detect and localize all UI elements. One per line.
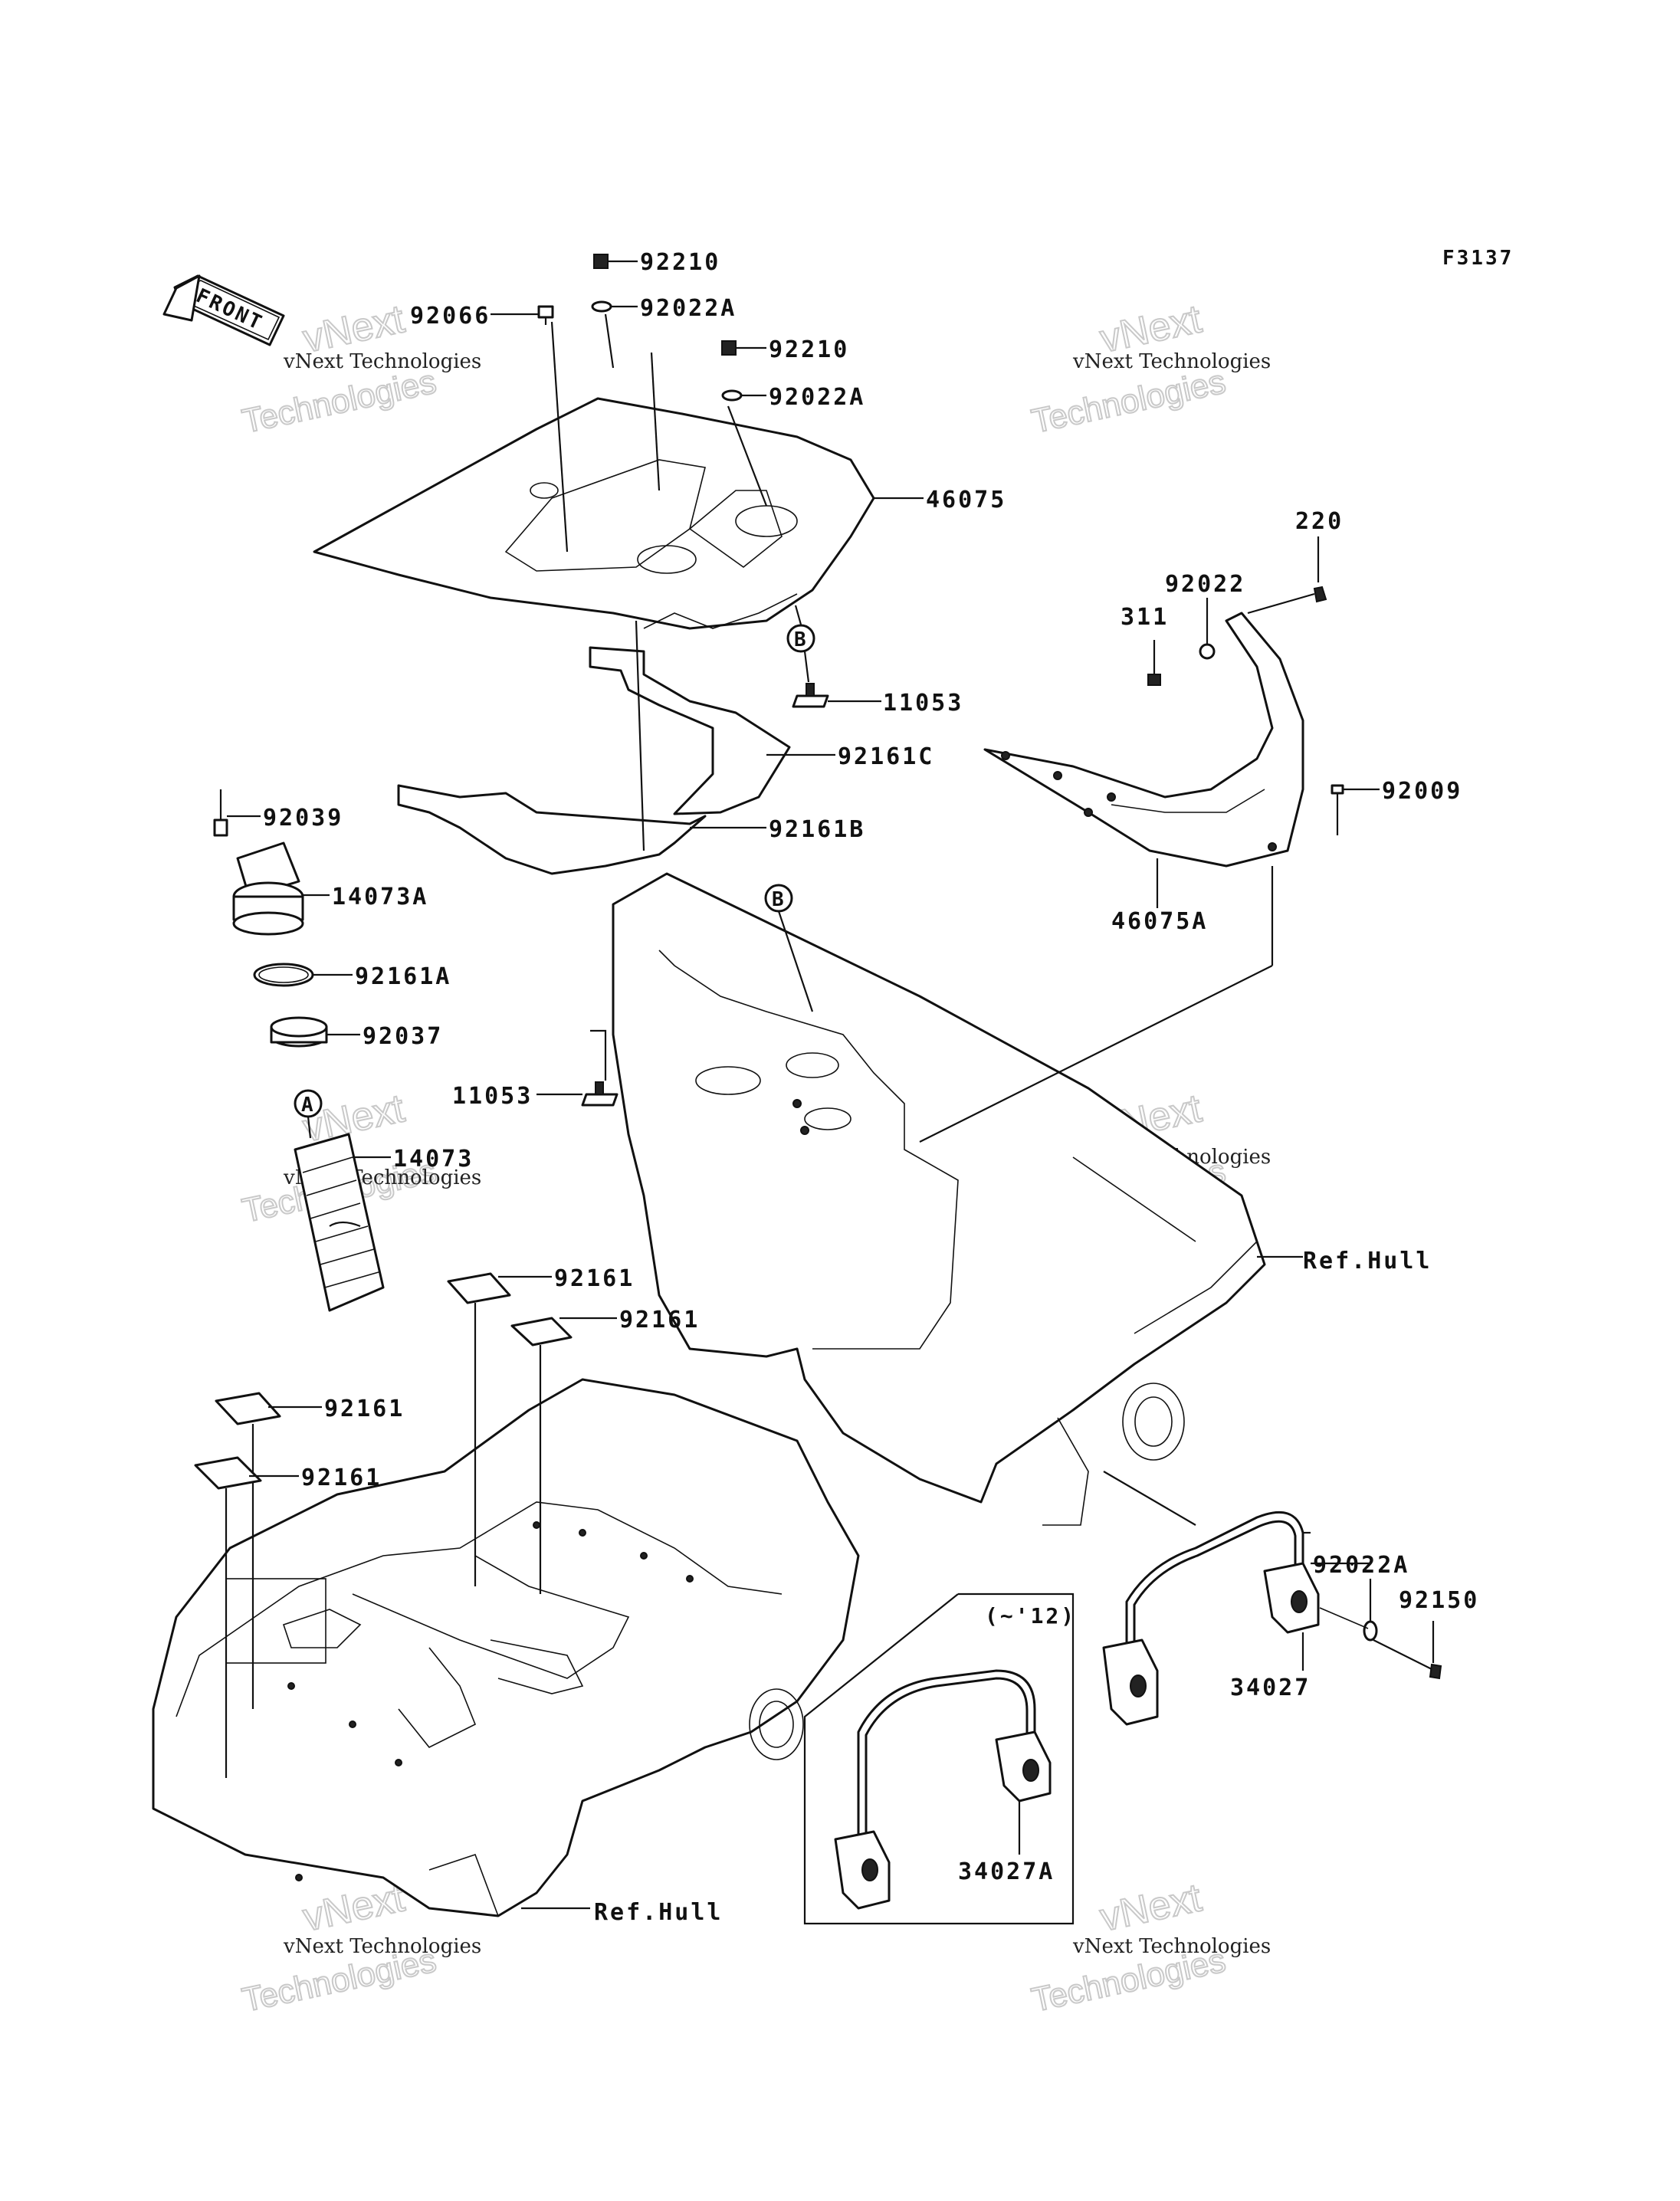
label-11053-a: 11053 [883,690,963,717]
label-92037: 92037 [363,1023,443,1050]
label-92022: 92022 [1165,571,1245,598]
label-92161a: 92161A [355,963,451,990]
svg-text:vNext Technologies: vNext Technologies [283,350,481,373]
figure-code: F3137 [1442,247,1514,270]
decal-92161-c-icon [215,1392,322,1709]
label-92161b: 92161B [769,816,865,843]
bolt-92150-icon [1373,1621,1442,1680]
watermark-bottom-right: vNext Technologies vNext Technologies [1028,1875,1271,2020]
watermark-top-right: vNext Technologies vNext Technologies [1028,296,1271,441]
label-34027a: 34027A [958,1858,1055,1885]
bolt-92009-icon [1331,784,1380,835]
label-92022a-c: 92022A [1313,1552,1409,1579]
hose-14073 [294,1133,391,1312]
label-92210-b: 92210 [769,336,849,363]
callout-b-top: B [786,605,815,683]
svg-text:vNext Technologies: vNext Technologies [283,1935,481,1958]
label-311: 311 [1121,604,1169,631]
gasket-92161c [589,646,835,815]
callout-b-middle: B [764,884,814,1012]
front-arrow-icon: FRONT [162,274,285,346]
label-92009: 92009 [1382,778,1462,805]
washer-92022a-a-icon [591,300,638,313]
svg-text:Technologies: Technologies [239,362,439,440]
label-46075a: 46075A [1111,908,1208,935]
label-92150: 92150 [1399,1587,1479,1614]
label-92161-a: 92161 [554,1265,635,1292]
label-92161-d: 92161 [301,1465,382,1491]
svg-text:vNext: vNext [299,1875,409,1940]
decal-92161-b-icon [510,1317,617,1594]
washer-92022a-c-icon [1311,1562,1378,1642]
svg-text:A: A [301,1094,316,1117]
label-92022a-b: 92022A [769,384,865,411]
label-92039: 92039 [263,805,343,832]
variant-box-pre-2012: (~'12) [803,1593,1076,1925]
svg-text:vNext Technologies: vNext Technologies [1072,1935,1271,1958]
filler-neck-14073a [232,841,330,936]
washer-92022a-b-icon [721,389,766,402]
label-34027: 34027 [1230,1675,1311,1701]
bolt-92039-icon [213,789,261,837]
grab-handle-34027 [1102,1471,1320,1726]
washer-92022-icon [1199,598,1216,660]
deck-part-46075 [313,313,924,630]
label-46075: 46075 [926,487,1006,513]
svg-text:Technologies: Technologies [1029,362,1229,440]
bolt-92066-icon [491,305,554,325]
label-11053-b: 11053 [452,1083,533,1110]
label-92161c: 92161C [838,743,934,770]
svg-text:vNext Technologies: vNext Technologies [1072,350,1271,373]
clip-11053-middle-icon [536,1029,619,1107]
clip-11053-top-icon [792,683,881,708]
front-cowl-46075a [919,612,1304,1143]
label-92161-b: 92161 [619,1307,700,1333]
ref-hull-label-upper: Ref.Hull [1303,1248,1432,1274]
upper-hull-part: Ref.Hull [612,872,1432,1526]
decal-92161-d-icon [194,1456,299,1778]
svg-text:B: B [794,628,809,651]
nut-92210-a-icon [593,254,638,269]
nut-311-icon [1147,640,1161,686]
svg-text:vNext: vNext [1096,1875,1206,1940]
callout-a-left: A [294,1089,323,1139]
label-220: 220 [1295,508,1344,535]
clamp-92037-icon [270,1016,360,1048]
ref-hull-label-lower: Ref.Hull [594,1899,724,1926]
date-range-label: (~'12) [985,1603,1076,1629]
svg-text:B: B [772,888,786,911]
lower-hull-part: Ref.Hull [152,1378,860,1926]
nut-92210-b-icon [721,340,766,356]
label-14073: 14073 [393,1146,474,1173]
label-92066: 92066 [410,303,491,330]
gasket-92161b [397,620,766,875]
label-14073a: 14073A [332,884,428,910]
label-92210-a: 92210 [640,249,720,276]
o-ring-92161a-icon [253,963,353,987]
label-92022a-a: 92022A [640,295,737,322]
decal-92161-a-icon [447,1272,552,1586]
label-92161-c: 92161 [324,1396,405,1422]
bolt-220-icon [1247,536,1327,615]
